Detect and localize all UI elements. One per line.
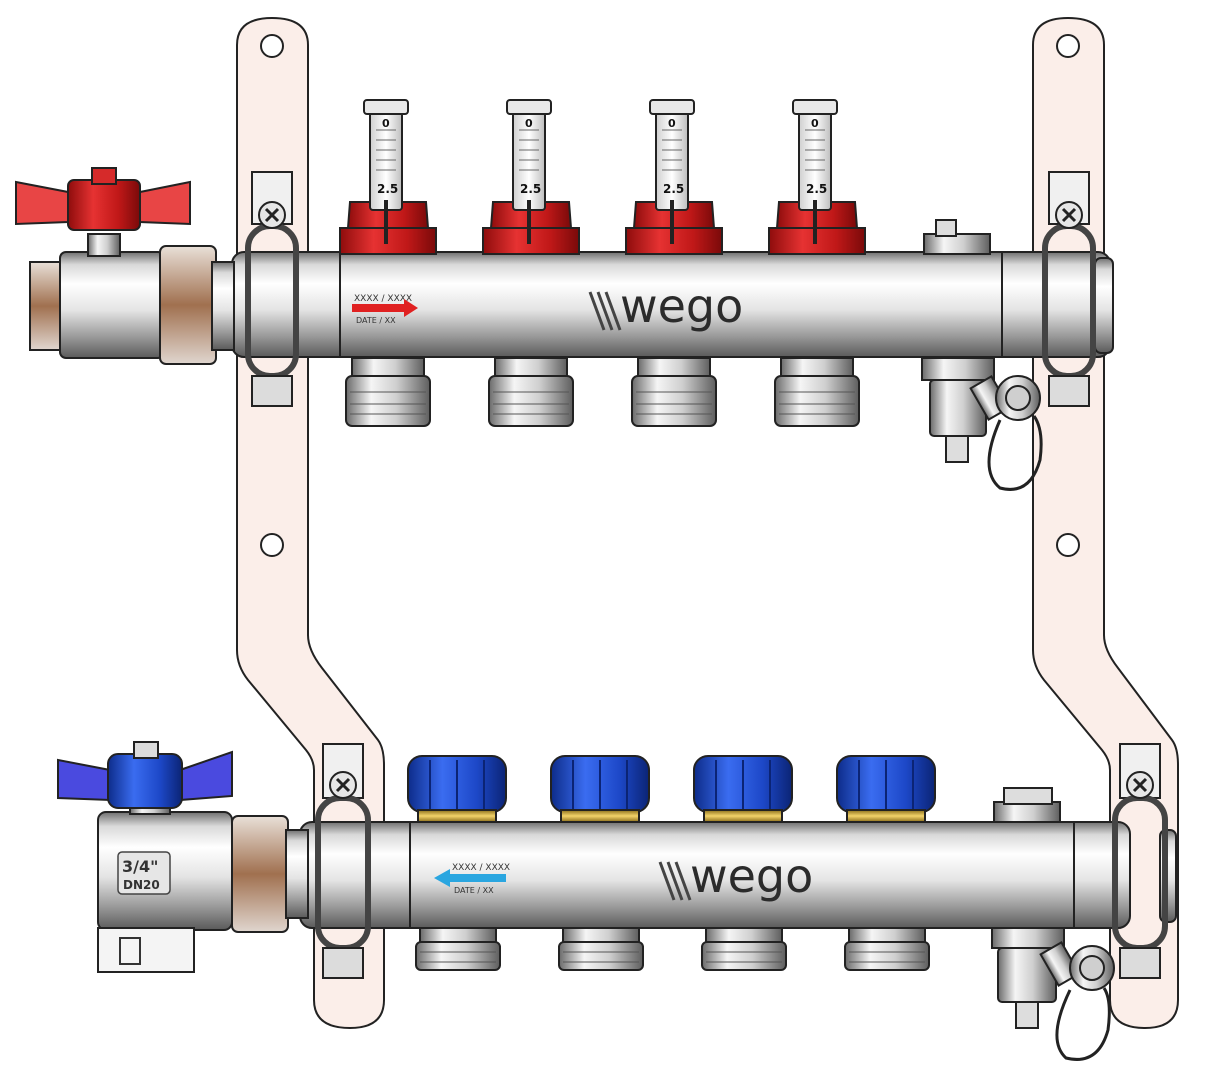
valve-size-label: 3/4" bbox=[122, 857, 158, 876]
return-drain-valve bbox=[991, 927, 1115, 1061]
mounting-hole bbox=[1056, 34, 1080, 58]
return-manifold: XXXX / XXXX DATE / XX wego bbox=[57, 741, 1177, 1061]
supply-manifold: XXXX / XXXX DATE / XX wego 0 2.5 bbox=[15, 99, 1114, 491]
valve-port-icon bbox=[119, 937, 141, 965]
supply-outlet-4 bbox=[774, 357, 860, 427]
mounting-hole bbox=[260, 34, 284, 58]
supply-drain-valve bbox=[921, 357, 1043, 491]
mounting-hole bbox=[260, 533, 284, 557]
return-vent-plug bbox=[993, 787, 1061, 823]
left-clamp-lower bbox=[315, 743, 371, 979]
flowmeter-scale-value: 2.5 bbox=[520, 182, 541, 196]
return-flow-arrow-icon bbox=[434, 869, 506, 887]
supply-vent-plug bbox=[923, 219, 991, 255]
return-outlet-3 bbox=[701, 927, 787, 971]
blue-cap-4[interactable] bbox=[836, 755, 936, 823]
return-outlet-1 bbox=[415, 927, 501, 971]
right-clamp bbox=[1042, 171, 1096, 407]
return-outlet-2 bbox=[558, 927, 644, 971]
supply-outlet-3 bbox=[631, 357, 717, 427]
return-flow-code: XXXX / XXXX bbox=[452, 863, 510, 873]
blue-cap-3[interactable] bbox=[693, 755, 793, 823]
supply-flow-label: XXXX / XXXX DATE / XX bbox=[352, 294, 418, 325]
blue-cap-1[interactable] bbox=[407, 755, 507, 823]
flowmeter-top-value: 0 bbox=[811, 117, 819, 130]
flowmeter-3: 0 2.5 bbox=[625, 99, 723, 255]
valve-dn-label: DN20 bbox=[123, 878, 160, 892]
mounting-hole bbox=[1056, 533, 1080, 557]
supply-brand-name: wego bbox=[620, 279, 743, 333]
flowmeter-4: 0 2.5 bbox=[768, 99, 866, 255]
return-flow-date: DATE / XX bbox=[454, 886, 494, 895]
supply-ball-valve[interactable] bbox=[15, 167, 235, 365]
right-clamp-lower bbox=[1112, 743, 1168, 979]
return-outlet-4 bbox=[844, 927, 930, 971]
flowmeter-scale-value: 2.5 bbox=[806, 182, 827, 196]
flowmeter-top-value: 0 bbox=[382, 117, 390, 130]
supply-flow-code: XXXX / XXXX bbox=[354, 294, 412, 304]
flowmeter-scale-value: 2.5 bbox=[377, 182, 398, 196]
supply-outlet-1 bbox=[345, 357, 431, 427]
blue-cap-2[interactable] bbox=[550, 755, 650, 823]
return-brand-logo: wego bbox=[658, 849, 813, 903]
flowmeter-scale-value: 2.5 bbox=[663, 182, 684, 196]
supply-flow-arrow-icon bbox=[352, 299, 418, 317]
return-flow-label: XXXX / XXXX DATE / XX bbox=[434, 863, 510, 895]
flowmeter-1: 0 2.5 bbox=[339, 99, 437, 255]
supply-flow-date: DATE / XX bbox=[356, 316, 396, 325]
flowmeter-top-value: 0 bbox=[525, 117, 533, 130]
supply-brand-logo: wego bbox=[588, 279, 743, 333]
return-brand-name: wego bbox=[690, 849, 813, 903]
supply-outlet-2 bbox=[488, 357, 574, 427]
flowmeter-2: 0 2.5 bbox=[482, 99, 580, 255]
return-ball-valve[interactable]: 3/4" DN20 bbox=[57, 741, 309, 973]
left-clamp bbox=[245, 171, 299, 407]
flowmeter-top-value: 0 bbox=[668, 117, 676, 130]
